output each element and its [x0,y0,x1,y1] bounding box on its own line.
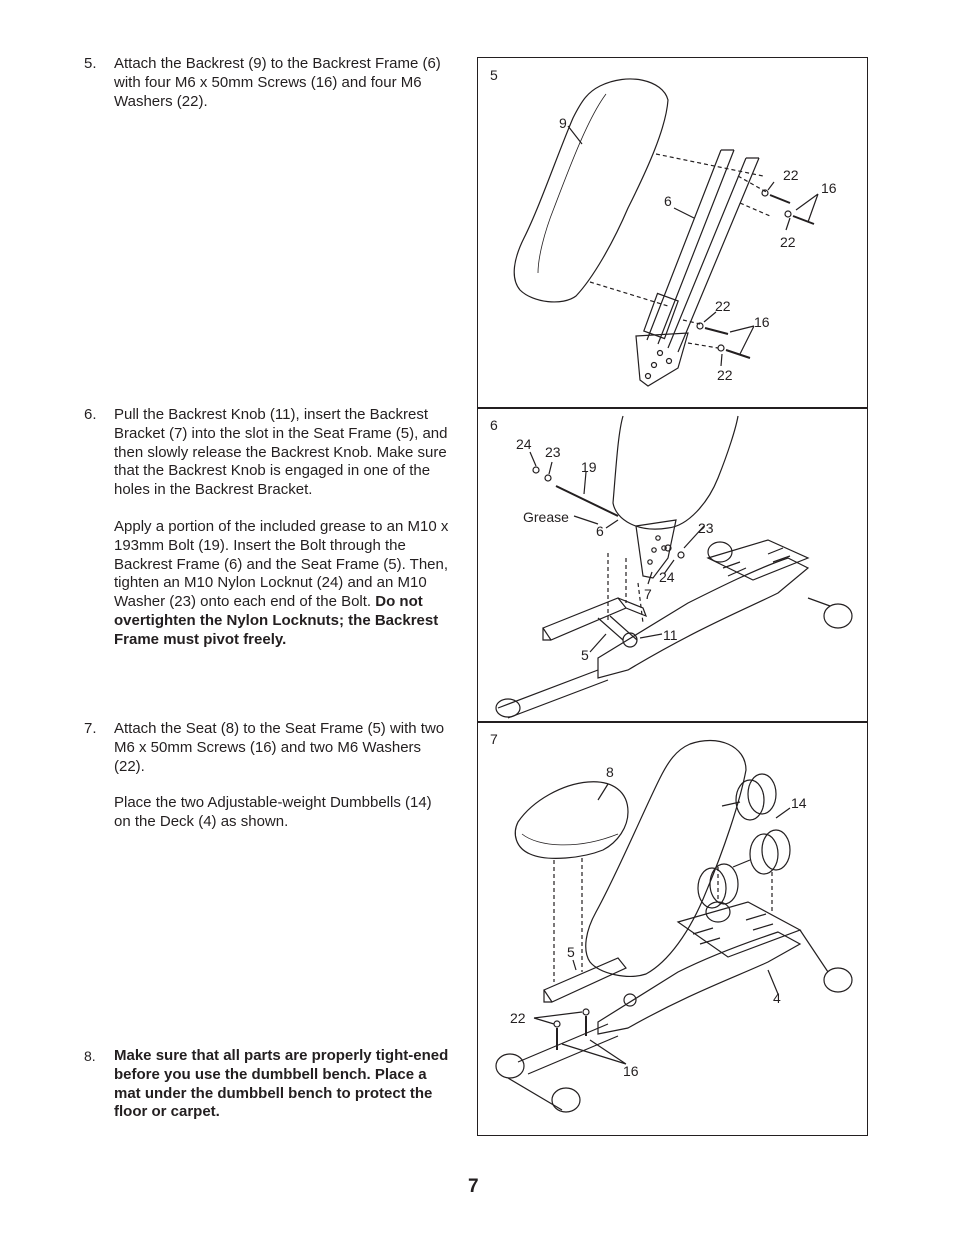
part-label: 5 [567,944,575,960]
step-number: 7. [84,720,97,737]
part-label: 24 [516,436,532,452]
part-label: 24 [659,569,675,585]
part-label: 8 [606,764,614,780]
part-label: 4 [773,990,781,1006]
part-label: 22 [783,167,799,183]
part-label: 23 [698,520,714,536]
figure-5: 5 9 6 22 16 22 22 16 22 [477,57,868,409]
step-number: 5. [84,55,97,72]
part-label: 11 [663,627,678,643]
part-label: 6 [664,193,672,209]
figure-7: 7 8 14 5 [477,721,868,1136]
part-label: 22 [510,1010,526,1026]
part-label: 19 [581,459,597,475]
step-text-grease: Apply a portion of the included grease t… [114,518,450,650]
step-text: Attach the Backrest (9) to the Backrest … [114,55,441,110]
figure-6: 6 24 23 19 Grease 6 [477,407,868,723]
step-7: 7. Attach the Seat (8) to the Seat Frame… [84,720,450,832]
part-label: 6 [596,523,604,539]
part-label: Grease [523,509,569,525]
page-number: 7 [468,1176,479,1197]
part-label: 22 [715,298,731,314]
figure-number: 5 [490,67,498,83]
seat-dumbbell-illustration [495,739,853,1113]
step-text: Attach the Seat (8) to the Seat Frame (5… [114,720,445,775]
figure-number: 6 [490,417,498,433]
part-label: 7 [644,586,652,602]
part-label: 16 [623,1063,639,1079]
part-label: 16 [821,180,837,196]
part-label: 16 [754,314,770,330]
step-6: 6. Pull the Backrest Knob (11), insert t… [84,406,450,650]
part-label: 22 [717,367,733,383]
step-5: 5. Attach the Backrest (9) to the Backre… [84,55,450,111]
step-text: Place the two Adjustable-weight Dumbbell… [114,794,432,831]
part-label: 9 [559,115,567,131]
part-label: 23 [545,444,561,460]
part-label: 14 [791,795,807,811]
step-text: Pull the Backrest Knob (11), insert the … [114,406,448,499]
step-number: 8. [84,1048,96,1064]
part-label: 22 [780,234,796,250]
figure-number: 7 [490,731,498,747]
step-text: Make sure that all parts are properly ti… [114,1047,449,1121]
step-number: 6. [84,406,97,423]
backrest-bracket-illustration [495,415,853,719]
warning-text: Do not overtighten the Nylon Locknuts; t… [114,593,439,648]
step-text-normal: Apply a portion of the included grease t… [114,517,449,611]
backrest-illustration [513,78,819,387]
step-8: 8. Make sure that all parts are properly… [84,1047,450,1122]
part-label: 5 [581,647,589,663]
